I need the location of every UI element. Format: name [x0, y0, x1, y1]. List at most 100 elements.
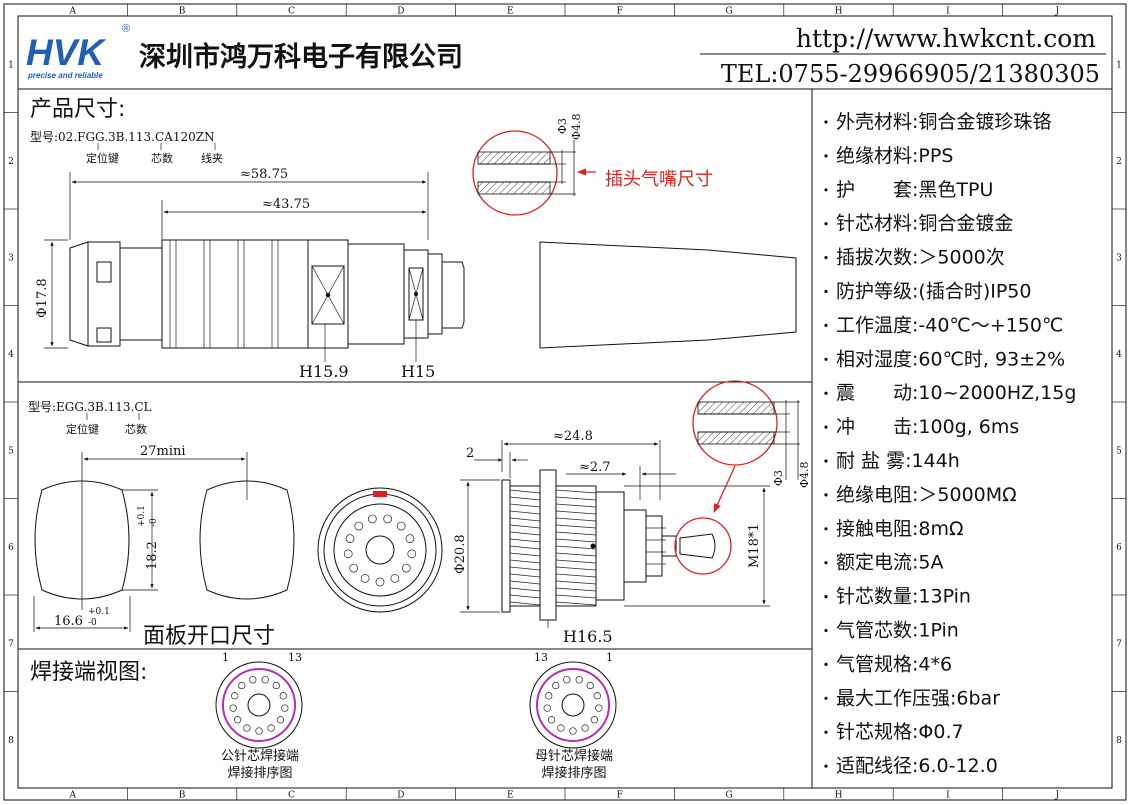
pin-hole	[557, 724, 565, 732]
socket-nozzle-d1: Φ3	[772, 470, 785, 486]
pin-hole	[581, 724, 589, 732]
socket-nozzle-detail: Φ3 Φ4.8	[697, 400, 811, 488]
grid-row-label-right: 2	[1116, 157, 1122, 167]
grid-row-label-right: 5	[1116, 446, 1122, 456]
socket-callout-keyway: 定位键	[66, 422, 99, 436]
spec-item: 冲 击:100g, 6ms	[836, 416, 1019, 438]
socket-hex-label: H16.5	[563, 627, 613, 646]
socket-nozzle-source-circle	[674, 517, 732, 575]
spec-bullet	[824, 289, 828, 294]
panel-cutout-label: 面板开口尺寸	[143, 624, 275, 649]
socket-model-number: 型号:EGG.3B.113.CL	[28, 400, 152, 414]
grid-col-label-bottom: E	[507, 791, 514, 801]
grid-row-label-right: 7	[1116, 639, 1122, 649]
plug-nozzle-detail: Φ3 Φ4.8	[477, 113, 583, 196]
female-pin-13-label: 13	[534, 651, 548, 664]
grid-row-label-left: 6	[8, 543, 14, 553]
plug-side-view	[69, 239, 465, 349]
pin-hole	[396, 521, 406, 531]
male-solder-view: 1 13 公针芯焊接端 焊接排序图	[215, 651, 303, 781]
spec-bullet	[824, 628, 828, 633]
pin-hole	[383, 514, 393, 524]
female-solder-order-label: 焊接排序图	[541, 765, 606, 781]
dim-cutout-width: 16.6	[54, 614, 83, 629]
grid-col-label-bottom: J	[1054, 791, 1059, 801]
grid-col-label-top: I	[946, 7, 950, 17]
male-solder-label: 公针芯焊接端	[221, 748, 299, 764]
solder-section: 焊接端视图: 1 13 公针芯焊接端 焊接排序图 13 1 母针芯焊接端 焊接排…	[30, 651, 617, 781]
spec-bullet	[824, 595, 828, 599]
dim-rear-offset: ≈2.7	[579, 460, 611, 475]
logo-tagline: precise and reliable	[27, 71, 103, 80]
grid-col-label-top: C	[288, 7, 295, 17]
header: HVK ® precise and reliable 深圳市鸿万科电子有限公司 …	[26, 23, 1106, 88]
male-solder-order-label: 焊接排序图	[227, 765, 292, 781]
pin-hole	[272, 681, 280, 690]
grid-col-label-top: H	[835, 7, 843, 17]
grid-col-label-bottom: A	[68, 791, 76, 801]
pin-hole	[229, 704, 237, 712]
pin-hole	[267, 724, 275, 732]
plug-nozzle-d1: Φ3	[556, 118, 569, 134]
female-pin-1-label: 1	[606, 651, 613, 664]
grid-row-label-right: 1	[1116, 60, 1122, 70]
grid-row-label-right: 4	[1116, 350, 1122, 360]
grid-col-label-bottom: F	[617, 791, 623, 801]
dim-flange: 2	[466, 446, 474, 461]
spec-bullet	[824, 154, 828, 158]
spec-item: 耐 盐 雾:144h	[836, 450, 960, 472]
grid-row-label-left: 4	[8, 350, 14, 360]
male-pin-1-label: 1	[222, 651, 229, 664]
dim-cutout-height-tol-up: +0.1	[137, 505, 147, 527]
pin-hole	[233, 716, 242, 724]
socket-callout-pin-count: 芯数	[125, 422, 147, 436]
socket-side-view: ≈24.8 2 ≈2.7 Φ20.8	[453, 429, 770, 646]
pin-hole	[375, 577, 385, 587]
plug-section: 产品尺寸: 型号:02.FGG.3B.113.CA120ZN 定位键 芯数 线夹…	[30, 97, 797, 381]
spec-item: 插拔次数:＞5000次	[836, 247, 1005, 269]
grid-row-label-left: 8	[8, 736, 14, 746]
grid-col-label-top: D	[397, 7, 404, 17]
cable-boot	[539, 241, 797, 349]
pin-hole	[276, 716, 285, 724]
spec-item: 额定电流:5A	[836, 552, 944, 574]
pin-hole	[261, 676, 269, 684]
pin-hole	[279, 692, 287, 700]
spec-bullet	[824, 561, 828, 565]
pin-hole	[405, 534, 415, 544]
dim-thread: M18*1	[747, 523, 762, 568]
pin-hole	[407, 549, 417, 559]
grid-col-label-top: B	[179, 7, 186, 17]
plug-nozzle-label: 插头气嘴尺寸	[605, 169, 713, 190]
pin-hole	[593, 692, 601, 700]
spec-item: 绝缘材料:PPS	[836, 145, 953, 167]
spec-bullet	[824, 323, 828, 327]
spec-item: 针芯数量:13Pin	[836, 586, 971, 608]
hex-label-2: H15	[401, 362, 435, 381]
callout-cable-clamp: 线夹	[201, 151, 223, 165]
pin-hole	[243, 724, 251, 732]
female-solder-view: 13 1 母针芯焊接端 焊接排序图	[529, 651, 617, 781]
callout-keyway: 定位键	[86, 151, 119, 165]
logo-text: HVK	[26, 32, 106, 73]
callout-pin-count: 芯数	[151, 151, 173, 165]
grid-row-label-left: 2	[8, 157, 14, 167]
socket-nozzle-d2: Φ4.8	[798, 461, 811, 488]
spec-bullet	[824, 459, 828, 463]
spec-bullet	[824, 493, 828, 497]
grid-col-label-top: E	[507, 7, 514, 17]
pin-hole	[590, 716, 599, 724]
grid-col-label-top: A	[68, 7, 76, 17]
company-tel: TEL:0755-29966905/21380305	[721, 60, 1100, 88]
spec-bullet	[824, 527, 828, 531]
spec-bullet	[824, 696, 828, 700]
pin-hole	[360, 573, 370, 583]
grid-ticks	[4, 4, 1126, 800]
pin-hole	[563, 676, 571, 684]
socket-front-view	[317, 487, 443, 613]
spec-item: 护 套:黑色TPU	[836, 179, 993, 201]
grid-col-label-bottom: I	[946, 791, 950, 801]
pin-hole	[547, 716, 556, 724]
